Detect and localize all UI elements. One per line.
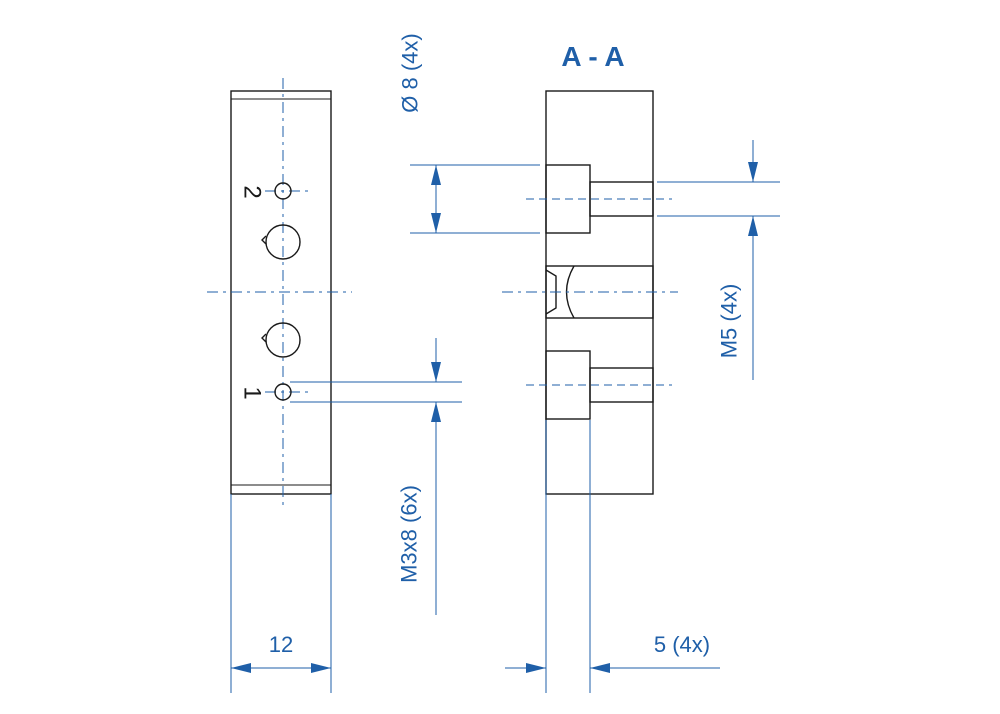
thread-m5-label: M5 (4x)	[717, 284, 742, 359]
port1-hole	[274, 383, 292, 401]
dimension-depth-5: 5 (4x)	[505, 420, 720, 693]
thread-m3-label: M3x8 (6x)	[397, 485, 422, 583]
depth-label: 5 (4x)	[654, 632, 710, 657]
dimension-diameter-8: Ø 8 (4x)	[398, 33, 540, 234]
width-label: 12	[269, 632, 293, 657]
dimension-m5: M5 (4x)	[657, 140, 780, 380]
port2-label: 2	[239, 185, 266, 198]
port1-label: 1	[239, 386, 266, 399]
dimension-m3x8: M3x8 (6x)	[290, 338, 462, 615]
dimension-width-12: 12	[230, 494, 332, 693]
upper-mounting-hole-notch	[261, 235, 267, 245]
lower-mounting-hole	[265, 322, 301, 358]
port2-hole	[274, 182, 292, 200]
front-view: 2 1	[207, 78, 352, 508]
upper-mounting-hole	[265, 224, 301, 260]
section-title: A - A	[561, 41, 624, 72]
lower-mounting-hole-notch	[261, 333, 267, 343]
section-view: A - A	[502, 41, 678, 495]
bore-diameter-label: Ø 8 (4x)	[398, 33, 423, 112]
upper-thread-bore	[589, 181, 654, 217]
lower-thread-bore	[589, 367, 654, 403]
